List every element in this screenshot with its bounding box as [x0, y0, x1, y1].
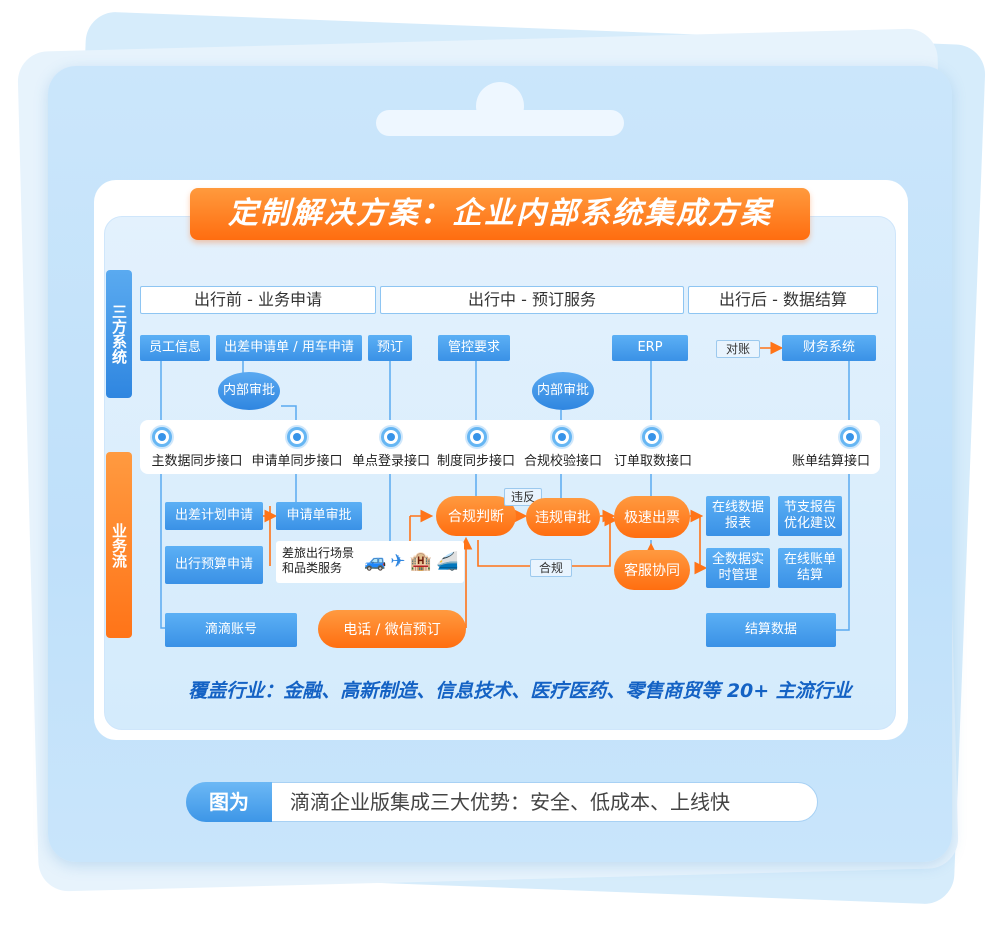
side-label-business-flow: 业务流 [106, 452, 132, 638]
box-erp: ERP [612, 335, 688, 361]
interface-policy-sync: 制度同步接口 [436, 454, 515, 469]
caption-text: 滴滴企业版集成三大优势：安全、低成本、上线快 [290, 790, 730, 814]
caption-tag: 图为 [186, 782, 272, 822]
box-online-bill: 在线账单结算 [778, 548, 842, 588]
plane-icon: ✈ [390, 551, 410, 572]
interface-dot-order [642, 427, 662, 447]
phase-during: 出行中 - 预订服务 [380, 286, 684, 314]
interface-dot-master [152, 427, 172, 447]
interface-request-sync: 申请单同步接口 [251, 454, 343, 469]
interface-order-fetch: 订单取数接口 [613, 454, 692, 469]
interface-dot-compliance [552, 427, 572, 447]
box-employee-info: 员工信息 [140, 335, 210, 361]
train-icon: 🚄 [435, 551, 463, 572]
caption-box [186, 782, 818, 822]
box-travel-request: 出差申请单 / 用车申请 [216, 335, 362, 361]
scene-services-label: 差旅出行场景和品类服务 [282, 546, 355, 575]
oval-compliance-judge: 合规判断 [436, 496, 516, 536]
interface-sso: 单点登录接口 [351, 454, 430, 469]
interface-dot-policy [467, 427, 487, 447]
box-settlement-data: 结算数据 [706, 613, 836, 647]
scene-services-box: 差旅出行场景和品类服务 🚙✈🏨🚄 [276, 541, 464, 583]
box-finance-system: 财务系统 [782, 335, 876, 361]
oval-internal-approval-1: 内部审批 [218, 372, 280, 410]
oval-internal-approval-2: 内部审批 [532, 372, 594, 410]
box-budget-request: 出行预算申请 [165, 546, 263, 584]
label-reconcile: 对账 [716, 340, 760, 358]
industries-coverage: 覆盖行业：金融、高新制造、信息技术、医疗医药、零售商贸等 20+ 主流行业 [188, 680, 852, 702]
oval-cs-collab: 客服协同 [614, 550, 690, 590]
interface-bill-settle: 账单结算接口 [791, 454, 870, 469]
label-compliant: 合规 [530, 559, 572, 577]
interface-dot-bill [840, 427, 860, 447]
interface-compliance-check: 合规校验接口 [523, 454, 602, 469]
transport-icons: 🚙✈🏨🚄 [364, 551, 462, 572]
side-label-third-party: 三方系统 [106, 270, 132, 398]
box-booking: 预订 [368, 335, 412, 361]
box-request-approval: 申请单审批 [276, 502, 362, 530]
phase-before: 出行前 - 业务申请 [140, 286, 376, 314]
box-saving-report: 节支报告优化建议 [778, 496, 842, 536]
interface-bar [140, 420, 880, 474]
oval-fast-ticket: 极速出票 [614, 496, 690, 538]
oval-phone-wechat: 电话 / 微信预订 [318, 610, 466, 648]
box-online-report: 在线数据报表 [706, 496, 770, 536]
car-icon: 🚙 [364, 551, 391, 572]
phase-after: 出行后 - 数据结算 [688, 286, 878, 314]
box-realtime-mgmt: 全数据实时管理 [706, 548, 770, 588]
hotel-icon: 🏨 [409, 551, 436, 572]
diagram-title: 定制解决方案：企业内部系统集成方案 [190, 188, 810, 240]
interface-master-sync: 主数据同步接口 [151, 454, 243, 469]
interface-dot-sso [381, 427, 401, 447]
box-didi-account: 滴滴账号 [165, 613, 297, 647]
box-trip-plan: 出差计划申请 [165, 502, 263, 530]
card-tab-pill [376, 110, 624, 136]
box-control-requirements: 管控要求 [438, 335, 510, 361]
oval-violation-approval: 违规审批 [526, 498, 600, 536]
interface-dot-request [287, 427, 307, 447]
